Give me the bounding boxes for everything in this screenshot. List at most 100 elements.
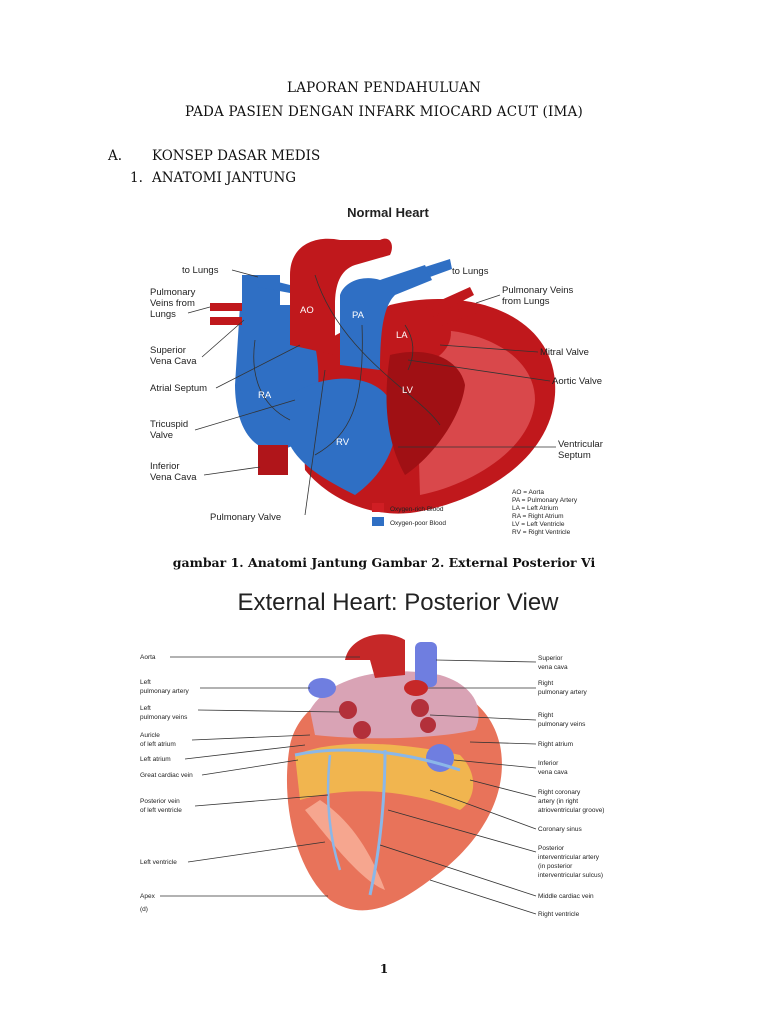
leader-left-atrium (184, 744, 306, 760)
left-label: Left ventricle (140, 859, 177, 866)
leader-posterior-iv-artery (387, 809, 537, 853)
flow-arrow-4 (314, 274, 441, 426)
left-label: pulmonary artery (140, 688, 190, 695)
posterior-aorta (345, 634, 405, 678)
posterior-svc (415, 642, 437, 687)
leader-tricuspid (194, 399, 296, 431)
leader-pulmonary-valve (304, 369, 326, 516)
leader-svc (201, 319, 245, 358)
label-to-lungs-right: to Lungs (452, 266, 489, 277)
leader-right-coronary (469, 779, 537, 798)
posterior-heart-highlight (305, 800, 385, 890)
leader-middle-cardiac-vein (379, 844, 537, 897)
right-label: interventricular artery (538, 854, 600, 861)
leader-posterior-vein (194, 794, 329, 807)
pulm-artery-branch-right (425, 259, 452, 277)
pulmonary-veins-left-2 (210, 317, 242, 325)
right-label: Superior (538, 655, 563, 662)
posterior-heart-body (286, 680, 502, 911)
pulmonary-veins-left (210, 303, 242, 311)
leader-pulm-veins-left (187, 306, 211, 314)
posterior-left-pulm-artery (308, 678, 336, 698)
right-label: Right ventricle (538, 911, 580, 918)
leader-ivc (203, 466, 261, 476)
label-ivc-2: Vena Cava (150, 472, 197, 483)
label-pulm-veins-left-3: Lungs (150, 309, 176, 320)
right-label: atrioventricular groove) (538, 807, 604, 814)
leader-left-ventricle (187, 841, 326, 863)
leader-coronary-sinus (429, 789, 537, 830)
posterior-right-pulm-vein-1 (411, 699, 429, 717)
left-label: pulmonary veins (140, 714, 188, 721)
right-label: Right coronary (538, 789, 581, 796)
legend-swatch-rich (372, 503, 384, 512)
posterior-coronary-vessel (294, 748, 461, 772)
flow-arrow-3 (404, 324, 414, 371)
label-svc-1: Superior (150, 345, 186, 356)
page-number: 1 (379, 962, 389, 976)
subsection-1-title: ANATOMI JANTUNG (152, 170, 297, 186)
abbrev-item: LV = Left Ventricle (512, 521, 565, 528)
right-label: artery (in right (538, 798, 578, 805)
label-aortic-valve: Aortic Valve (552, 376, 602, 387)
section-a-title: KONSEP DASAR MEDIS (152, 148, 321, 164)
section-a-marker: A. (108, 148, 123, 164)
inferior-vena-cava (258, 445, 288, 475)
figure-caption: gambar 1. Anatomi Jantung Gambar 2. Exte… (172, 555, 596, 570)
left-label: Apex (140, 893, 156, 900)
pulmonary-veins-right-2 (432, 305, 477, 327)
leader-aortic-valve (407, 359, 551, 382)
left-label: of left ventricle (140, 807, 182, 814)
right-label: vena cava (538, 769, 568, 776)
left-label: Posterior vein (140, 798, 180, 805)
posterior-heart-title: External Heart: Posterior View (237, 589, 559, 616)
flow-arrow-1 (253, 339, 291, 421)
label-tricuspid-2: Valve (150, 430, 173, 441)
leader-right-atrium (469, 741, 537, 745)
legend-swatch-poor (372, 517, 384, 526)
legend-poor: Oxygen-poor Blood (390, 520, 446, 527)
right-label: Inferior (538, 760, 559, 767)
posterior-heart-figure: External Heart: Posterior View Aorta Lef… (140, 589, 604, 918)
posterior-atria (310, 671, 479, 739)
right-label: Posterior (538, 845, 565, 852)
posterior-left-pulm-vein-1 (339, 701, 357, 719)
abbrev-item: AO = Aorta (512, 489, 544, 496)
left-label: Left atrium (140, 756, 171, 763)
right-label: pulmonary artery (538, 689, 588, 696)
left-label: (d) (140, 906, 148, 913)
abbrev-item: PA = Pulmonary Artery (512, 497, 578, 504)
report-subtitle: PADA PASIEN DENGAN INFARK MIOCARD ACUT (… (185, 104, 583, 120)
label-pa: PA (352, 310, 365, 321)
left-ventricle (386, 351, 465, 475)
normal-heart-figure: Normal Heart AO PA L (150, 205, 603, 536)
label-lv: LV (402, 385, 414, 396)
label-ivc-1: Inferior (150, 461, 180, 472)
leader-to-lungs-left (231, 269, 259, 278)
label-pulm-veins-left-1: Pulmonary (150, 287, 196, 298)
posterior-left-pulm-vein-2 (353, 721, 371, 739)
label-vent-septum-2: Septum (558, 450, 591, 461)
posterior-right-pulm-vein-2 (420, 717, 436, 733)
posterior-vein-left (326, 754, 342, 871)
leader-svc (435, 659, 537, 663)
right-label: vena cava (538, 664, 568, 671)
label-rv: RV (336, 437, 350, 448)
left-label: Aorta (140, 654, 156, 661)
aorta (290, 238, 392, 355)
label-svc-2: Vena Cava (150, 356, 197, 367)
left-label: Auricle (140, 732, 160, 739)
subsection-1-marker: 1. (130, 170, 143, 186)
left-label: Left (140, 679, 151, 686)
label-ao: AO (300, 305, 314, 316)
leader-ivc (453, 759, 537, 769)
label-ra: RA (258, 390, 272, 401)
posterior-interventricular-vessel (368, 749, 387, 896)
report-title: LAPORAN PENDAHULUAN (287, 80, 481, 96)
label-pulm-veins-right-2: from Lungs (502, 296, 550, 307)
leader-mitral-valve (439, 344, 539, 353)
posterior-right-pulm-artery (404, 680, 428, 696)
normal-heart-title: Normal Heart (347, 205, 429, 220)
left-label: of left atrium (140, 741, 176, 748)
